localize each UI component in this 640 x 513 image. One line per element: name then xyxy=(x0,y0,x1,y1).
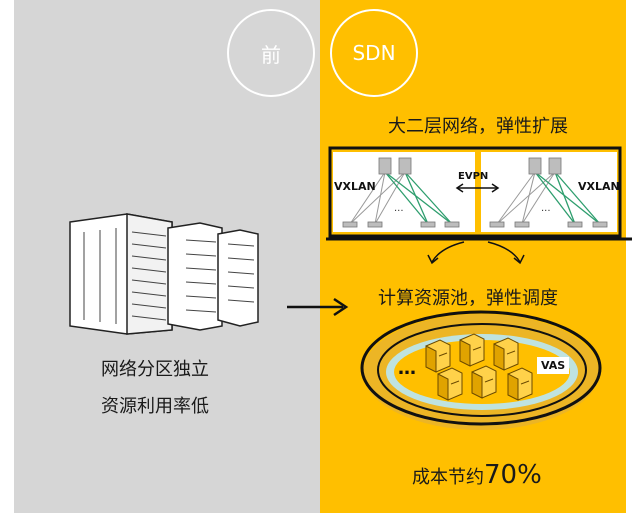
pool-ellipsis: … xyxy=(398,358,416,379)
large-layer2-network: ··· ··· xyxy=(326,146,632,241)
sdn-circle: SDN xyxy=(330,9,418,97)
leaf-switch xyxy=(342,221,358,228)
vm-server-icon xyxy=(425,333,533,401)
vas-label: VAS xyxy=(537,357,570,374)
left-caption-line1: 网络分区独立 xyxy=(101,359,209,380)
leaf-switch xyxy=(420,221,436,228)
transition-arrow xyxy=(287,297,349,317)
cost-savings-value: 70% xyxy=(484,460,542,490)
scale-down-arrows xyxy=(427,241,525,265)
leaf-switch xyxy=(367,221,383,228)
vxlan-label-right: VXLAN xyxy=(578,180,620,193)
server-rack-icon xyxy=(69,213,259,335)
leaf-switch xyxy=(592,221,608,228)
leaf-switch xyxy=(489,221,505,228)
spine-switch xyxy=(528,157,542,175)
leaf-switch xyxy=(514,221,530,228)
spine-switch xyxy=(378,157,392,175)
leaf-switch xyxy=(567,221,583,228)
resource-pool-heading: 计算资源池，弹性调度 xyxy=(378,288,558,309)
spine-switch xyxy=(548,157,562,175)
evpn-label: EVPN xyxy=(458,171,489,182)
spine-switch xyxy=(398,157,412,175)
layer2-heading: 大二层网络，弹性扩展 xyxy=(388,116,568,137)
vxlan-label-left: VXLAN xyxy=(334,180,376,193)
evpn-double-arrow xyxy=(455,183,500,193)
leaf-switch xyxy=(444,221,460,228)
cost-savings-prefix: 成本节约 xyxy=(412,467,484,488)
before-circle: 前 xyxy=(227,9,315,97)
sdn-circle-label: SDN xyxy=(352,41,396,65)
left-caption-line2: 资源利用率低 xyxy=(101,396,209,417)
svg-text:···: ··· xyxy=(394,206,404,217)
svg-text:···: ··· xyxy=(541,206,551,217)
cost-savings: 成本节约70% xyxy=(412,460,542,490)
before-circle-label: 前 xyxy=(261,42,281,67)
